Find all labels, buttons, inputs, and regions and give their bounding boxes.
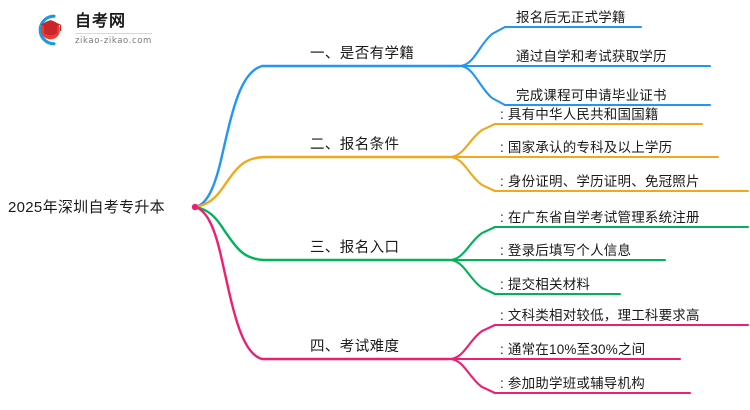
leaf-4-1[interactable]: : 文科类相对较低，理工科要求高 <box>500 308 700 323</box>
branch-label-3[interactable]: 三、报名入口 <box>310 240 400 256</box>
leaf-2-3[interactable]: : 身份证明、学历证明、免冠照片 <box>500 174 700 189</box>
logo-url: zikao-zikao.com <box>75 36 152 47</box>
branch-3-wires <box>193 205 750 296</box>
branch-2-wires <box>193 122 750 209</box>
branch-4-wires <box>193 205 750 395</box>
root-junction-dot <box>191 203 199 211</box>
site-logo: 自考网 zikao-zikao.com <box>28 8 198 52</box>
logo-divider <box>75 33 152 35</box>
leaf-3-2[interactable]: : 登录后填写个人信息 <box>500 243 632 258</box>
branch-label-1[interactable]: 一、是否有学籍 <box>310 46 415 62</box>
leaf-4-3[interactable]: : 参加助学班或辅导机构 <box>500 376 645 391</box>
leaf-1-2[interactable]: 通过自学和考试获取学历 <box>516 49 667 64</box>
leaf-4-2[interactable]: : 通常在10%至30%之间 <box>500 342 646 357</box>
branch-label-4[interactable]: 四、考试难度 <box>310 339 400 355</box>
leaf-1-3[interactable]: 完成课程可申请毕业证书 <box>516 88 667 103</box>
branch-1-wires <box>193 25 712 209</box>
graduation-cap-icon <box>28 11 68 49</box>
branch-label-2[interactable]: 二、报名条件 <box>310 137 400 153</box>
logo-title: 自考网 <box>75 13 127 31</box>
leaf-2-1[interactable]: : 具有中华人民共和国国籍 <box>500 107 659 122</box>
leaf-3-1[interactable]: : 在广东省自学考试管理系统注册 <box>500 210 700 225</box>
logo-text-block: 自考网 zikao-zikao.com <box>75 14 152 46</box>
leaf-1-1[interactable]: 报名后无正式学籍 <box>516 10 626 25</box>
leaf-3-3[interactable]: : 提交相关材料 <box>500 277 591 292</box>
leaf-2-2[interactable]: : 国家承认的专科及以上学历 <box>500 140 673 155</box>
root-node-label: 2025年深圳自考专升本 <box>8 199 165 216</box>
